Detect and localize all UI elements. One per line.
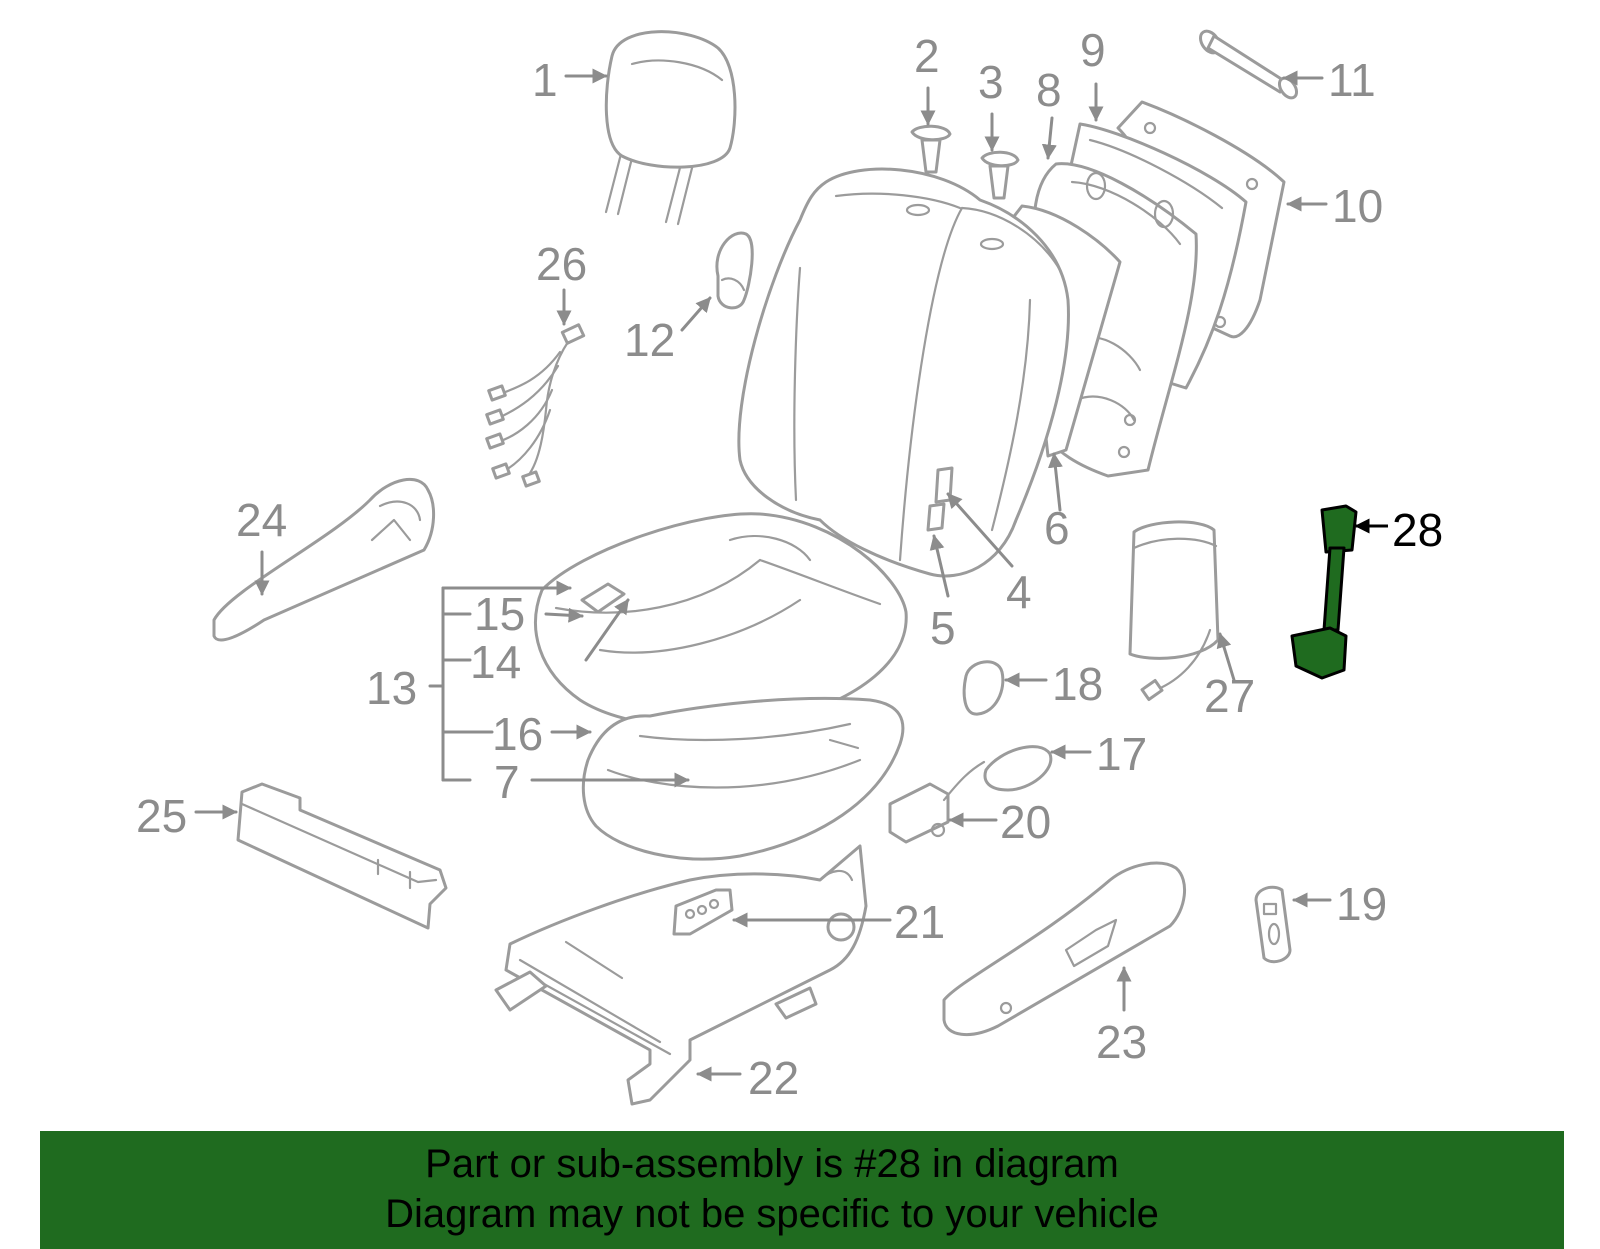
cover-part-17: [983, 745, 1053, 792]
seatback-cover-part: [737, 167, 1070, 578]
seat-belt-buckle-part-28: [1290, 504, 1358, 680]
callout-22: 22: [748, 1052, 799, 1104]
headrest-part: [604, 30, 737, 226]
callout-7: 7: [494, 756, 520, 808]
callout-24: 24: [236, 494, 287, 546]
callout-26: 26: [536, 238, 587, 290]
callout-16: 16: [492, 708, 543, 760]
callout-labels: 1 2 3 8 9 11 10 26 12 24 6 4 5 15 14 13 …: [136, 24, 1443, 1104]
rod-part-11: [1198, 29, 1299, 100]
callout-10: 10: [1332, 180, 1383, 232]
callout-3: 3: [978, 56, 1004, 108]
clip-part-3: [980, 150, 1020, 200]
callout-5: 5: [930, 602, 956, 654]
seat-cushion-part: [534, 512, 908, 730]
callout-1: 1: [532, 54, 558, 106]
callout-20: 20: [1000, 796, 1051, 848]
callout-18: 18: [1052, 658, 1103, 710]
callout-12: 12: [624, 314, 675, 366]
callout-21: 21: [894, 896, 945, 948]
callout-15: 15: [474, 588, 525, 640]
cover-part-12: [715, 231, 754, 310]
info-banner: Part or sub-assembly is #28 in diagram D…: [40, 1131, 1564, 1249]
bracket-part-25: [236, 782, 448, 930]
clip-part-2: [910, 124, 952, 174]
callout-25: 25: [136, 790, 187, 842]
callout-11: 11: [1328, 54, 1376, 106]
group-bracket-13: [428, 580, 572, 782]
callout-8: 8: [1036, 64, 1062, 116]
back-clip-parts: [926, 466, 954, 532]
cushion-pad-part: [581, 696, 905, 861]
knob-part-18: [962, 660, 1005, 716]
banner-line-1: Part or sub-assembly is #28 in diagram: [425, 1142, 1119, 1186]
wire-harness-part: [485, 323, 586, 488]
callout-6: 6: [1044, 502, 1070, 554]
switch-panel-part-21: [672, 888, 734, 936]
switch-bezel-part: [1254, 885, 1292, 964]
callout-27: 27: [1204, 670, 1255, 722]
banner-line-2: Diagram may not be specific to your vehi…: [385, 1192, 1159, 1236]
callout-9: 9: [1080, 24, 1106, 76]
callout-19: 19: [1336, 878, 1387, 930]
callout-17: 17: [1096, 728, 1147, 780]
callout-14: 14: [470, 636, 521, 688]
side-trim-part-24: [212, 478, 436, 642]
switch-part-20: [888, 760, 986, 844]
callout-2: 2: [914, 30, 940, 82]
callout-23: 23: [1096, 1016, 1147, 1068]
callout-4: 4: [1006, 566, 1032, 618]
seat-track-part: [494, 844, 868, 1106]
callout-28: 28: [1392, 504, 1443, 556]
callout-13: 13: [366, 662, 417, 714]
side-trim-part-23: [942, 861, 1187, 1037]
leader-lines: [194, 68, 1388, 1082]
